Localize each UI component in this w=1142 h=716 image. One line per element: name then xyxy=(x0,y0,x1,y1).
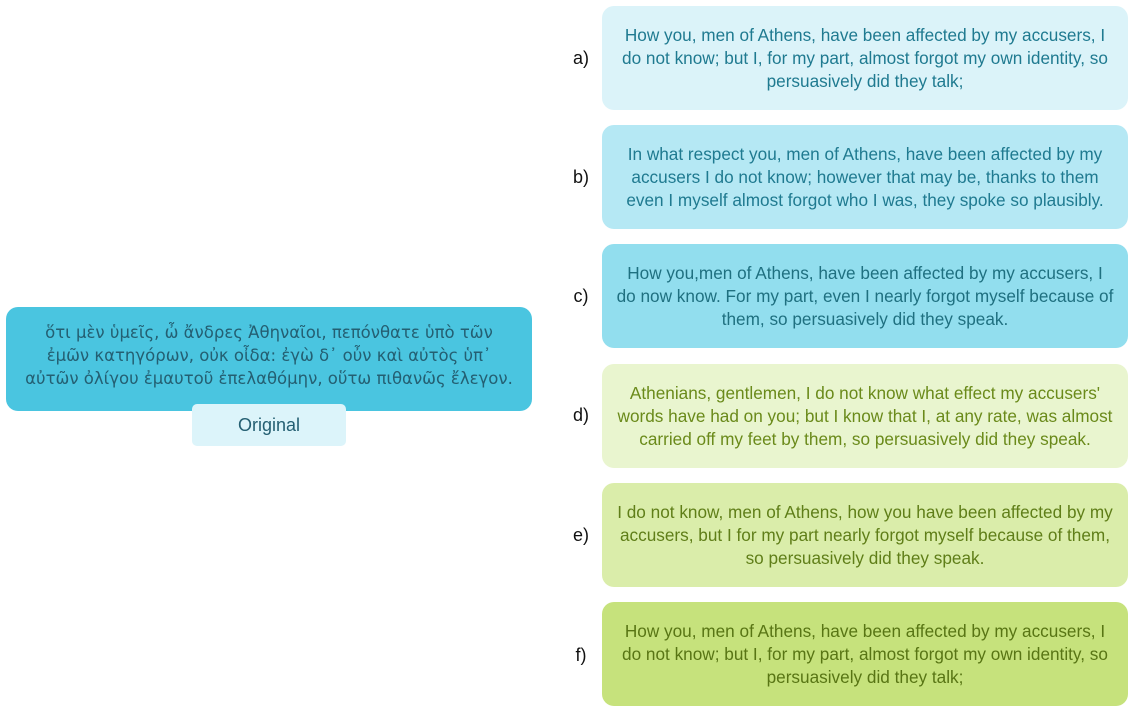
option-text-b: In what respect you, men of Athens, have… xyxy=(626,143,1104,210)
original-greek-text: ὅτι μὲν ὑμεῖς, ὦ ἄνδρες Ἀθηναῖοι, πεπόνθ… xyxy=(25,322,513,388)
option-box-d: Athenians, gentlemen, I do not know what… xyxy=(602,364,1128,468)
option-box-f: How you, men of Athens, have been affect… xyxy=(602,602,1128,706)
option-letter-a: a) xyxy=(572,48,589,68)
option-letter-e: e) xyxy=(572,525,589,545)
option-text-f: How you, men of Athens, have been affect… xyxy=(622,620,1108,687)
option-text-c: How you,men of Athens, have been affecte… xyxy=(616,262,1114,329)
option-box-e: I do not know, men of Athens, how you ha… xyxy=(602,483,1128,587)
option-letter-f: f) xyxy=(575,645,587,665)
option-text-a: How you, men of Athens, have been affect… xyxy=(622,24,1108,91)
option-letter-c: c) xyxy=(573,286,589,306)
option-box-a: How you, men of Athens, have been affect… xyxy=(602,6,1128,110)
option-text-e: I do not know, men of Athens, how you ha… xyxy=(617,501,1113,568)
option-text-d: Athenians, gentlemen, I do not know what… xyxy=(617,382,1113,449)
original-text-box: ὅτι μὲν ὑμεῖς, ὦ ἄνδρες Ἀθηναῖοι, πεπόνθ… xyxy=(6,307,532,411)
original-label: Original xyxy=(192,404,346,446)
option-letter-d: d) xyxy=(572,405,589,425)
option-letter-b: b) xyxy=(572,167,589,187)
option-box-b: In what respect you, men of Athens, have… xyxy=(602,125,1128,229)
option-box-c: How you,men of Athens, have been affecte… xyxy=(602,244,1128,348)
